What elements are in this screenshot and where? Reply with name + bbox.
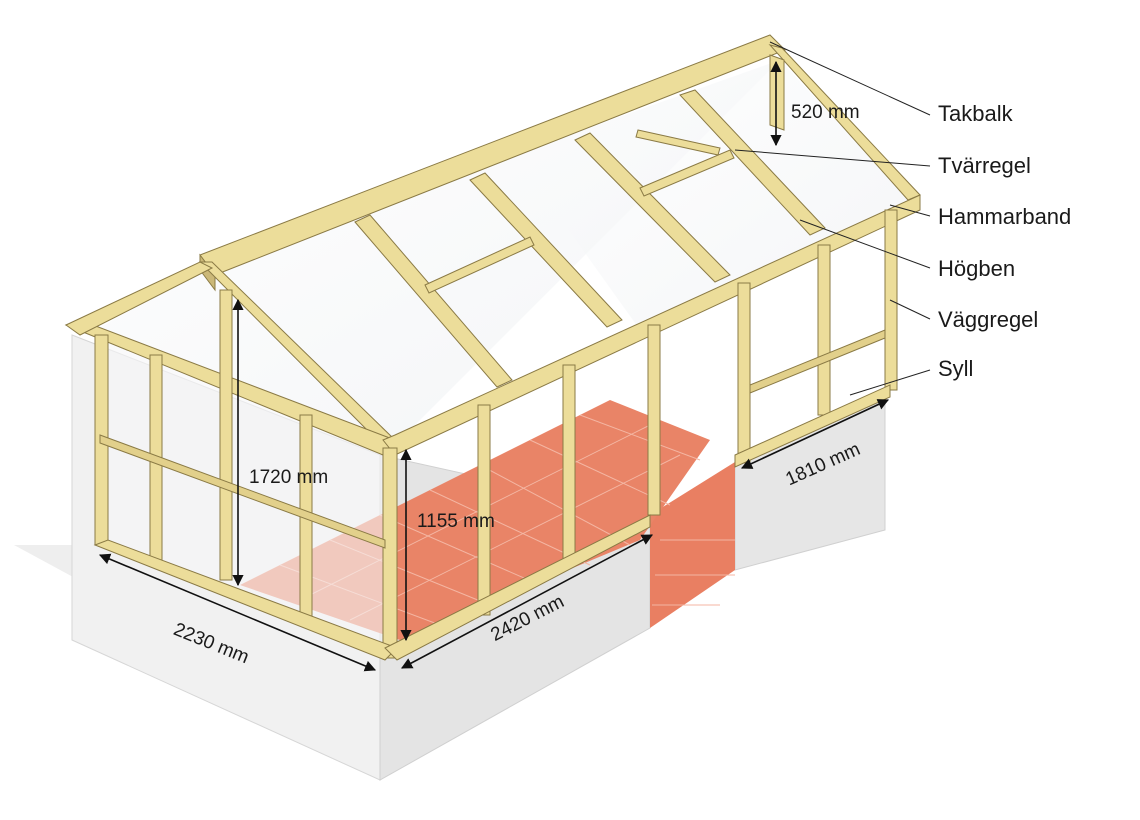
leader-hammarband (889, 204, 931, 217)
dimension-arrows (98, 60, 890, 672)
label-hammarband: Hammarband (938, 204, 1072, 229)
cross-brace-1 (424, 236, 535, 294)
stud-s1 (477, 404, 491, 616)
cross-brace-2 (639, 149, 735, 197)
wood-frame (64, 34, 921, 661)
stud-g5 (382, 447, 398, 659)
leader-vaggregel (889, 299, 931, 320)
leader-tvarregel (734, 149, 931, 167)
rafter-1 (354, 214, 513, 388)
stud-s5 (817, 244, 831, 416)
dim-wall-height: 1155 mm (417, 511, 495, 532)
rafter-2 (469, 172, 623, 328)
stud-s3 (647, 324, 661, 516)
leader-hogben (799, 219, 931, 269)
label-syll: Syll (938, 356, 974, 381)
leader-lines (734, 41, 931, 396)
label-hogben: Högben (938, 256, 1016, 281)
stud-s2 (562, 364, 576, 566)
arrow-gable-width (98, 553, 377, 672)
leader-syll (849, 369, 931, 396)
wall-plate-back (65, 261, 214, 336)
rafter-3 (574, 132, 731, 283)
dim-roof-rise: 520 mm (791, 102, 860, 123)
label-takbalk: Takbalk (938, 101, 1013, 126)
label-vaggregel: Väggregel (938, 307, 1039, 332)
mid-rail-side (749, 329, 886, 394)
cross-brace-3 (635, 129, 721, 156)
arrow-door-wall (740, 399, 890, 469)
arrow-side-length (401, 534, 653, 669)
stud-s4 (737, 282, 751, 464)
dim-gable-height: 1720 mm (249, 467, 329, 488)
door-step (650, 462, 735, 628)
label-tvarregel: Tvärregel (938, 153, 1031, 178)
leader-takbalk (769, 41, 931, 116)
glass-roof-right (540, 60, 910, 330)
gable-king-post (769, 54, 785, 131)
stud-g3 (219, 289, 233, 581)
rafter-4 (679, 89, 826, 236)
